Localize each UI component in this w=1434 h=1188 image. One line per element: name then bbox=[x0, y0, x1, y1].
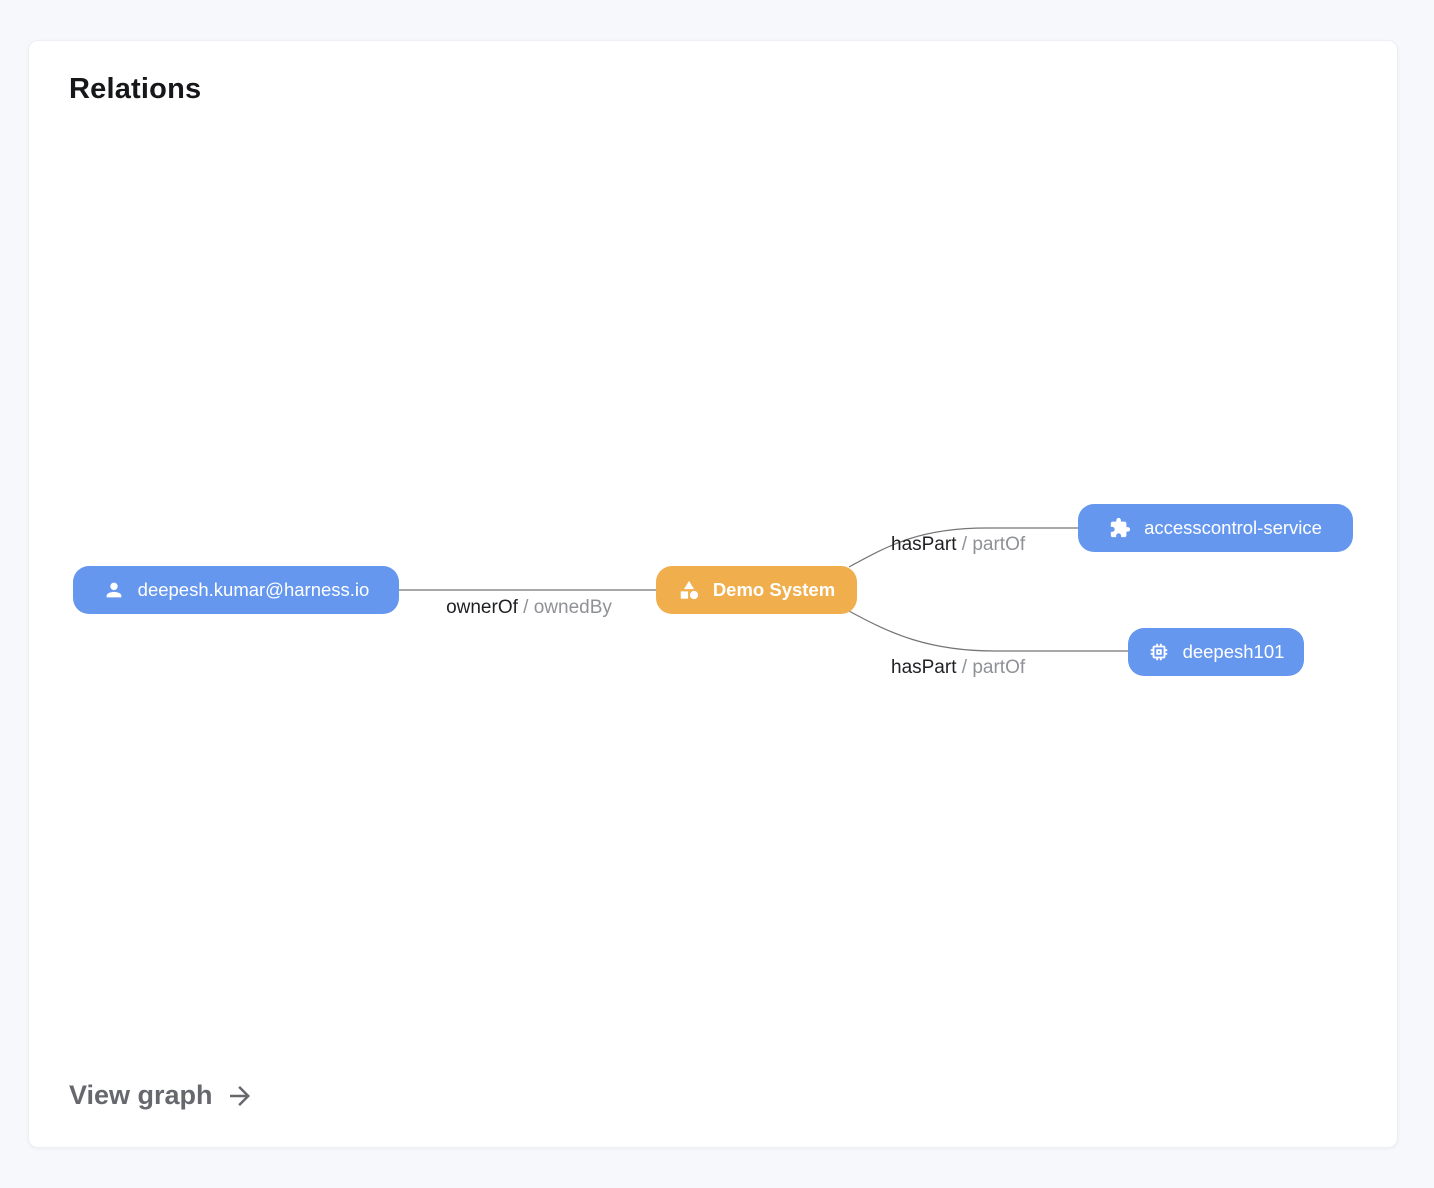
edge-label-ownerof: ownerOf / ownedBy bbox=[434, 597, 624, 619]
node-component[interactable]: deepesh101 bbox=[1128, 628, 1304, 676]
relations-graph: ownerOf / ownedBy hasPart / partOf hasPa… bbox=[29, 41, 1397, 1147]
chip-icon bbox=[1148, 641, 1170, 663]
edge-label-secondary: / ownedBy bbox=[523, 597, 612, 618]
edge-label-haspart-bottom: hasPart / partOf bbox=[891, 657, 1025, 679]
node-label: accesscontrol-service bbox=[1144, 517, 1322, 538]
node-system[interactable]: Demo System bbox=[656, 566, 857, 614]
node-label: deepesh101 bbox=[1182, 641, 1285, 662]
puzzle-icon bbox=[1109, 517, 1131, 539]
node-user[interactable]: deepesh.kumar@harness.io bbox=[73, 566, 399, 614]
person-icon bbox=[103, 579, 125, 601]
edge-label-primary: ownerOf bbox=[446, 597, 518, 618]
relation-edges bbox=[399, 527, 1128, 652]
edge-label-primary: hasPart bbox=[891, 657, 957, 678]
edge-label-secondary: / partOf bbox=[961, 657, 1026, 678]
card-title: Relations bbox=[69, 73, 202, 105]
edge-haspart-top bbox=[848, 527, 1078, 568]
arrow-right-icon bbox=[229, 1085, 250, 1106]
edge-label-primary: hasPart bbox=[891, 534, 957, 555]
shapes-icon bbox=[678, 579, 700, 601]
relations-card: Relations ownerOf / ownedBy hasPart / pa… bbox=[28, 40, 1398, 1148]
node-service[interactable]: accesscontrol-service bbox=[1078, 504, 1353, 552]
view-graph-link[interactable]: View graph bbox=[69, 1080, 255, 1111]
edge-label-haspart-top: hasPart / partOf bbox=[891, 534, 1025, 556]
edge-haspart-bottom bbox=[848, 610, 1128, 652]
node-label: Demo System bbox=[712, 579, 836, 600]
view-graph-label: View graph bbox=[69, 1080, 213, 1110]
edge-label-secondary: / partOf bbox=[961, 534, 1026, 555]
node-label: deepesh.kumar@harness.io bbox=[137, 579, 370, 600]
